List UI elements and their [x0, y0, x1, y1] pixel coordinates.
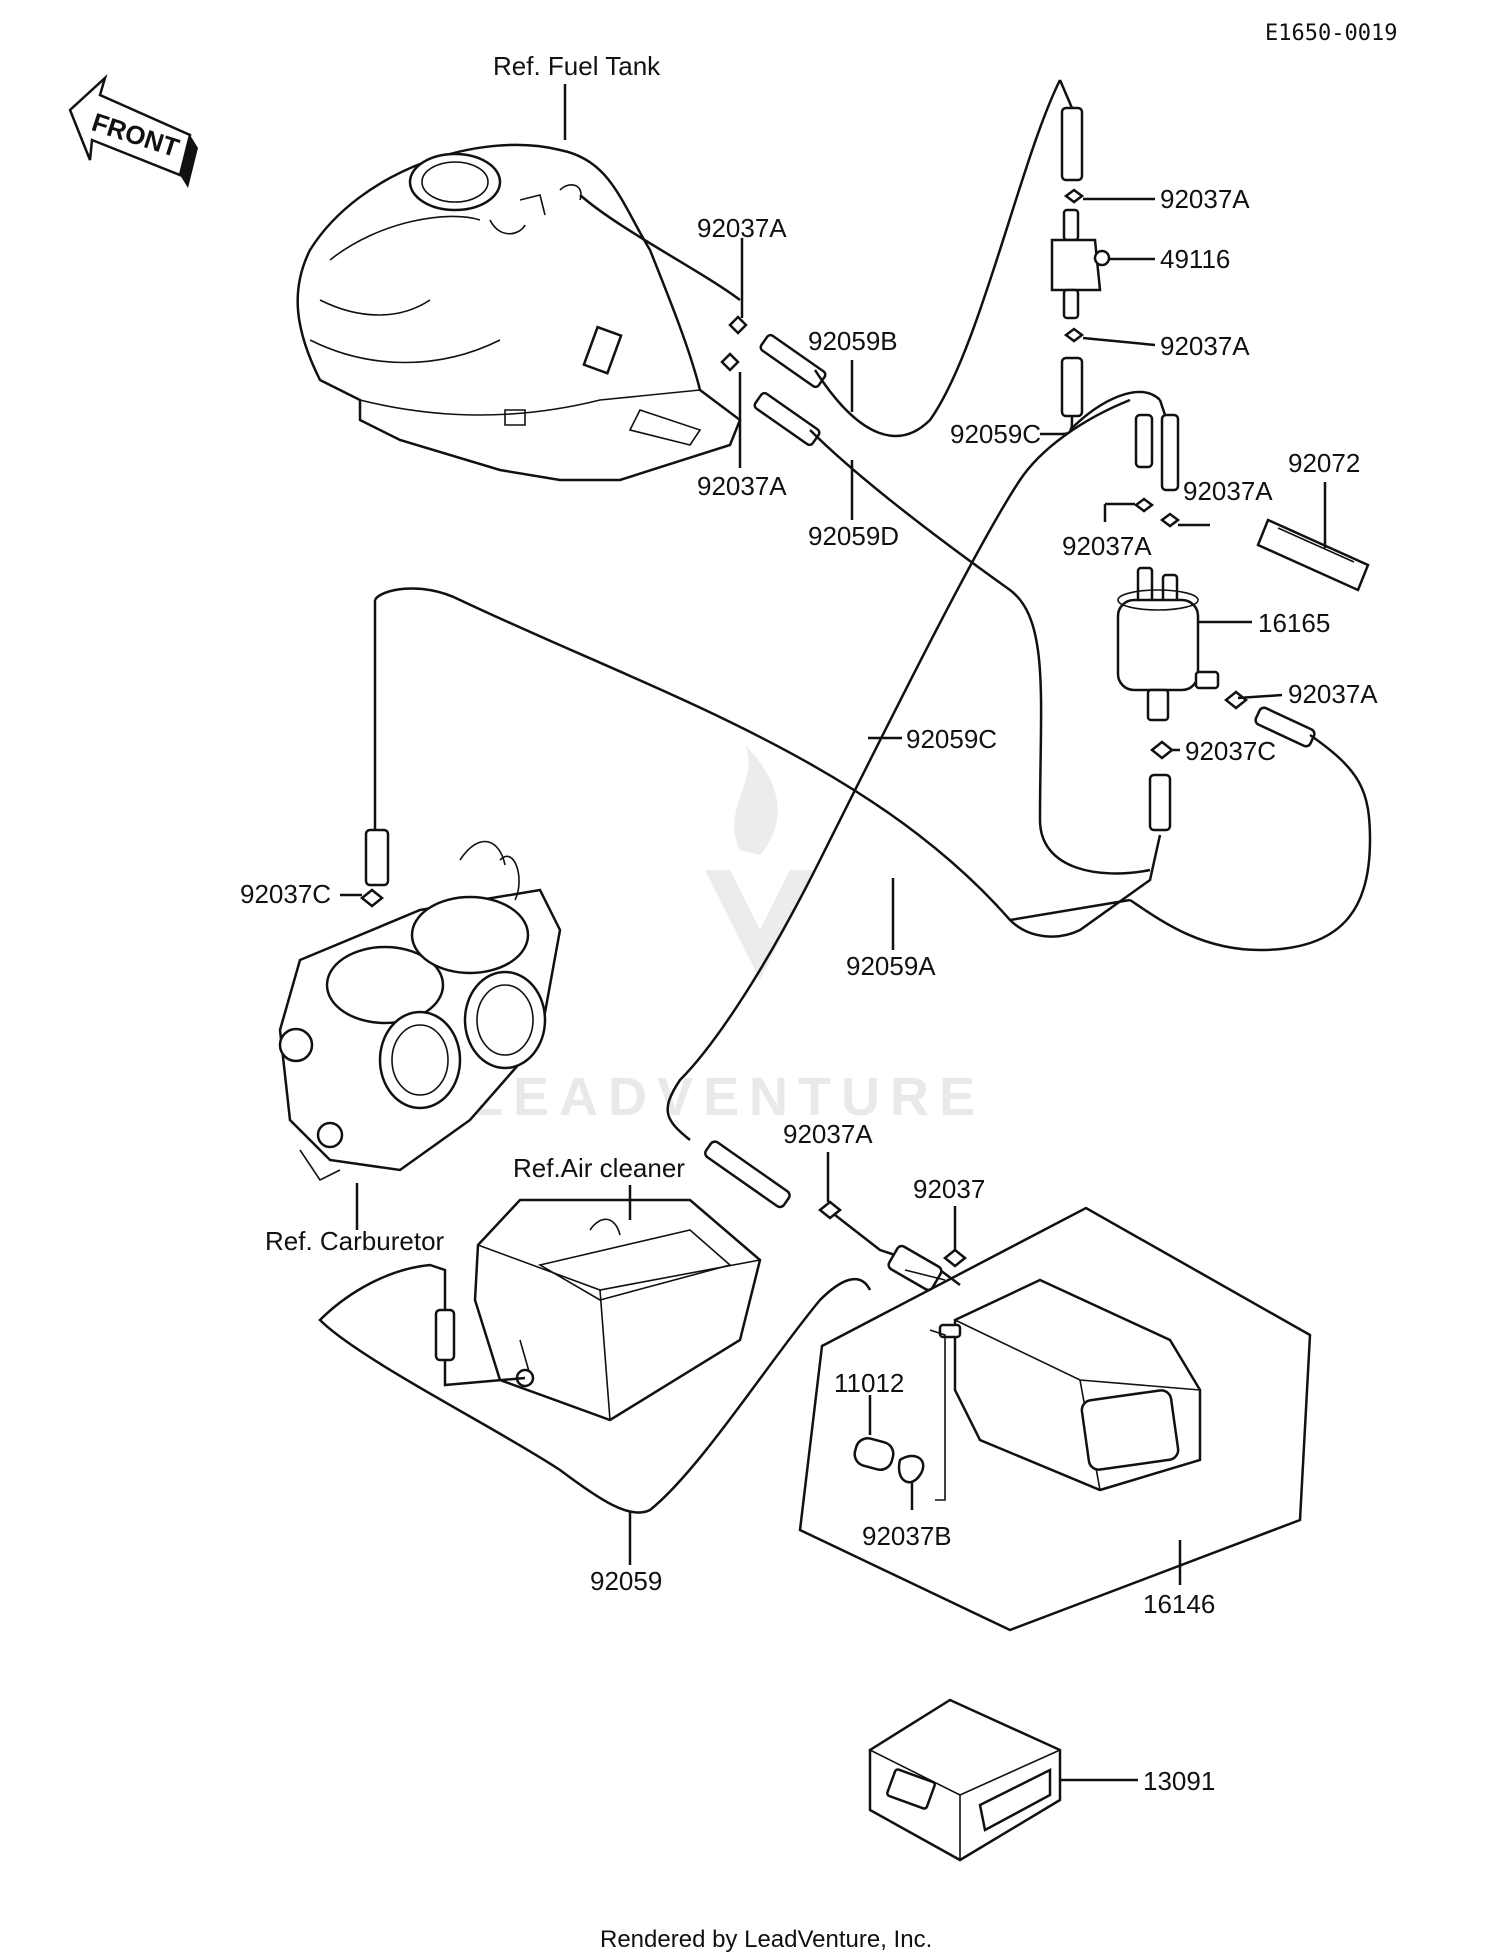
- label-92037A-4: 92037A: [1160, 331, 1250, 361]
- label-92037B: 92037B: [862, 1521, 952, 1551]
- air-cleaner-drawing: [473, 1198, 762, 1422]
- fuel-filter-drawing: [1116, 566, 1220, 722]
- diagram-id: E1650-0019: [1265, 21, 1397, 46]
- label-92037A-7: 92037A: [1288, 679, 1378, 709]
- footer-credit: Rendered by LeadVenture, Inc.: [600, 1926, 932, 1953]
- label-92037A-1: 92037A: [697, 213, 787, 243]
- label-16146: 16146: [1143, 1589, 1215, 1619]
- label-92059A: 92059A: [846, 951, 936, 981]
- watermark-text: LEADVENTURE: [470, 1067, 985, 1127]
- canister-drawing: [938, 1278, 1202, 1492]
- label-49116: 49116: [1160, 244, 1230, 274]
- label-92037A-3: 92037A: [1160, 184, 1250, 214]
- label-11012: 11012: [834, 1368, 904, 1398]
- carburetor-drawing: [278, 828, 562, 1230]
- label-fuel-tank: Ref. Fuel Tank: [493, 51, 661, 81]
- label-92037A-6: 92037A: [1062, 531, 1152, 561]
- label-92059B: 92059B: [808, 326, 898, 356]
- label-carburetor: Ref. Carburetor: [265, 1226, 445, 1256]
- label-13091: 13091: [1143, 1766, 1215, 1796]
- label-92072: 92072: [1288, 448, 1360, 478]
- label-92059C-2: 92059C: [906, 724, 997, 754]
- front-arrow: FRONT: [68, 74, 198, 188]
- cover-13091-drawing: [868, 1698, 1062, 1862]
- watermark: LEADVENTURE: [470, 745, 985, 1127]
- label-92059: 92059: [590, 1566, 662, 1596]
- label-air-cleaner: Ref.Air cleaner: [513, 1153, 685, 1183]
- label-92037C-1: 92037C: [1185, 736, 1276, 766]
- label-92059D: 92059D: [808, 521, 899, 551]
- label-16165: 16165: [1258, 608, 1330, 638]
- label-92059C-1: 92059C: [950, 419, 1041, 449]
- fuel-tank-drawing: [296, 143, 742, 482]
- label-92037A-8: 92037A: [783, 1119, 873, 1149]
- label-92037A-2: 92037A: [697, 471, 787, 501]
- label-92037A-5: 92037A: [1183, 476, 1273, 506]
- label-92037C-2: 92037C: [240, 879, 331, 909]
- label-92037: 92037: [913, 1174, 985, 1204]
